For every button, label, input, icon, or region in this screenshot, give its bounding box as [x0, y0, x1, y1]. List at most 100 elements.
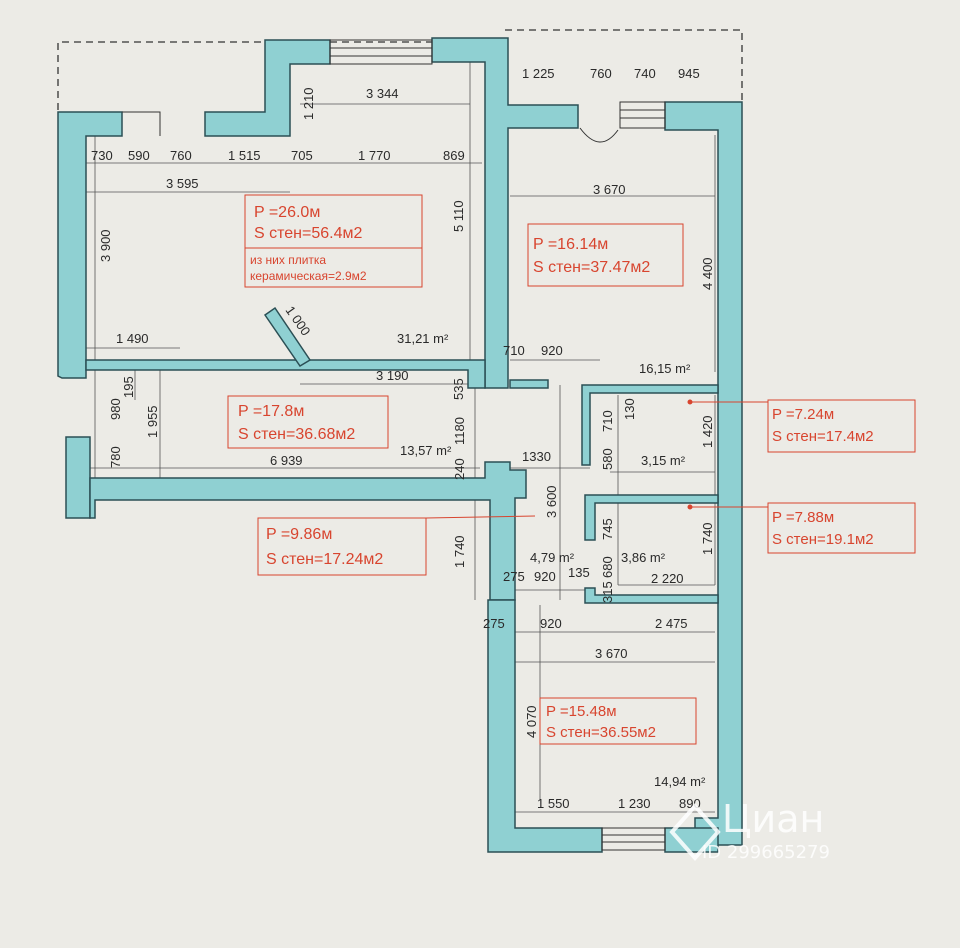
- corridor-perimeter: P =17.8м: [238, 403, 304, 420]
- label-boxes: [227, 194, 916, 745]
- dim-top-3: 1 515: [228, 148, 261, 163]
- dim-top-5: 1 770: [358, 148, 391, 163]
- wall-wc-bath-divider: [584, 494, 719, 541]
- dim-4400: 4 400: [700, 257, 715, 290]
- dim-3190: 3 190: [376, 368, 409, 383]
- wall-living-diagonal: [263, 306, 312, 368]
- dim-980: 980: [108, 398, 123, 420]
- walls: [57, 37, 743, 853]
- dim-top-2: 760: [170, 148, 192, 163]
- corridor-label-box: [227, 395, 389, 449]
- dim-4070: 4 070: [524, 705, 539, 738]
- living-area: 31,21 m²: [397, 331, 449, 346]
- balcony-outlines: [57, 29, 743, 110]
- dim-3344: 3 344: [366, 86, 399, 101]
- living-perimeter: P =26.0м: [254, 204, 320, 221]
- living-label-box: [244, 194, 423, 288]
- watermark-brand: Циан: [722, 797, 824, 841]
- dim-1210: 1 210: [301, 87, 316, 120]
- dim-top-right-3: 945: [678, 66, 700, 81]
- wall-west-stub: [65, 436, 91, 519]
- wc-label-box: [767, 399, 916, 453]
- bath-wall-area: S стен=19.1м2: [772, 531, 874, 548]
- wall-center-column: [431, 37, 579, 389]
- dim-top-4: 705: [291, 148, 313, 163]
- wc-wall-area: S стен=17.4м2: [772, 428, 874, 445]
- dim-130: 130: [622, 398, 637, 420]
- wc-perimeter: P =7.24м: [772, 406, 834, 423]
- dim-2475: 2 475: [655, 616, 688, 631]
- cian-logo-icon: [669, 802, 721, 862]
- living-note-2: керамическая=2.9м2: [250, 269, 367, 283]
- wall-east: [664, 101, 743, 846]
- dim-745: 745: [600, 518, 615, 540]
- dim-1420: 1 420: [700, 415, 715, 448]
- room-s-label-box: [539, 697, 697, 745]
- dim-275a: 275: [503, 569, 525, 584]
- dim-top-6: 869: [443, 148, 465, 163]
- dim-315: 315: [600, 581, 615, 603]
- wall-living-bottom: [85, 359, 486, 389]
- corridor-area: 13,57 m²: [400, 443, 452, 458]
- dim-1740-bath: 1 740: [700, 522, 715, 555]
- dim-top-0: 730: [91, 148, 113, 163]
- dim-bottom-0: 1 550: [537, 796, 570, 811]
- watermark: Циан ID 299665279: [669, 797, 830, 863]
- dim-535: 535: [451, 378, 466, 400]
- dim-780: 780: [108, 446, 123, 468]
- dim-580: 580: [600, 448, 615, 470]
- dim-top-right-1: 760: [590, 66, 612, 81]
- dim-1490: 1 490: [116, 331, 149, 346]
- area-labels: 31,21 m² 16,15 m² 13,57 m² 3,15 m² 3,86 …: [397, 331, 706, 789]
- dim-680: 680: [600, 556, 615, 578]
- dimension-lines: [85, 60, 716, 813]
- room-labels: P =26.0м S стен=56.4м2 из них плитка кер…: [238, 204, 874, 741]
- dim-top-1: 590: [128, 148, 150, 163]
- dim-920c: 920: [540, 616, 562, 631]
- bath-perimeter: P =7.88м: [772, 509, 834, 526]
- dim-3900: 3 900: [98, 229, 113, 262]
- dim-top-right-0: 1 225: [522, 66, 555, 81]
- room-ne-wall-area: S стен=37.47м2: [533, 259, 650, 276]
- wall-wc-top: [581, 384, 719, 466]
- wall-nw: [57, 111, 123, 379]
- living-wall-area: S стен=56.4м2: [254, 225, 362, 242]
- dim-710b: 710: [600, 410, 615, 432]
- dim-bottom-1: 1 230: [618, 796, 651, 811]
- room-s-wall-area: S стен=36.55м2: [546, 724, 656, 741]
- dim-1330: 1330: [522, 449, 551, 464]
- dim-275b: 275: [483, 616, 505, 631]
- dim-3670-top: 3 670: [593, 182, 626, 197]
- corridor-wall-area: S стен=36.68м2: [238, 426, 355, 443]
- wc-area: 3,15 m²: [641, 453, 686, 468]
- dim-2220: 2 220: [651, 571, 684, 586]
- dim-3595: 3 595: [166, 176, 199, 191]
- wall-corridor-bottom: [89, 461, 527, 601]
- watermark-id: ID 299665279: [702, 842, 830, 863]
- wall-upper-room-bottom: [509, 379, 549, 389]
- dim-240: 240: [452, 458, 467, 480]
- dim-top-right-2: 740: [634, 66, 656, 81]
- dim-3600: 3 600: [544, 485, 559, 518]
- dim-135: 135: [568, 565, 590, 580]
- dim-920b: 920: [534, 569, 556, 584]
- dim-3670-bottom: 3 670: [595, 646, 628, 661]
- room-ne-label-box: [527, 223, 684, 287]
- dim-6939: 6 939: [270, 453, 303, 468]
- hall-wall-area: S стен=17.24м2: [266, 551, 383, 568]
- dim-1740-hall: 1 740: [452, 535, 467, 568]
- room-s-area: 14,94 m²: [654, 774, 706, 789]
- windows: [122, 39, 666, 851]
- dim-1180: 1180: [452, 417, 467, 445]
- dim-710a: 710: [503, 343, 525, 358]
- dim-195: 195: [121, 376, 136, 398]
- dim-5110: 5 110: [451, 200, 466, 232]
- room-ne-perimeter: P =16.14м: [533, 236, 608, 253]
- dim-1955: 1 955: [145, 405, 160, 438]
- room-ne-area: 16,15 m²: [639, 361, 691, 376]
- hall-area: 4,79 m²: [530, 550, 575, 565]
- living-note-1: из них плитка: [250, 253, 326, 267]
- bath-label-box: [767, 502, 916, 554]
- hall-label-box: [257, 517, 427, 576]
